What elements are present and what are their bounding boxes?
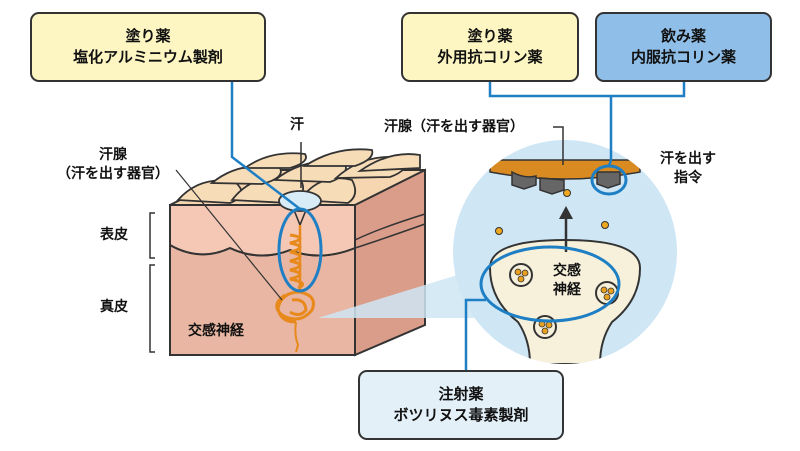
neurotransmitters — [495, 189, 609, 235]
skin-block — [149, 82, 426, 357]
injection-botulinum-title: 注射薬 — [438, 385, 484, 403]
epidermis-label: 表皮 — [100, 227, 128, 243]
sweat-command-line2: 指令 — [674, 170, 702, 186]
topical-anticholinergic-name: 外用抗コリン薬 — [437, 48, 543, 66]
sweat-command-label: 汗を出す 指令 — [648, 150, 728, 188]
sweat-gland-label-right: 汗腺（汗を出す器官） — [384, 119, 524, 135]
oral-anticholinergic-title: 飲み薬 — [660, 27, 706, 45]
sympathetic-nerve-label-right: 交感 神経 — [544, 262, 590, 300]
sweat-gland-duct-coil — [289, 233, 304, 290]
sympathetic-nerve-right-line1: 交感 — [553, 263, 581, 279]
sweat-gland-label-left-line2: （汗を出す器官） — [57, 166, 169, 182]
nerve-highlight — [479, 245, 621, 323]
sweat-gland-coil — [275, 290, 315, 324]
injection-botulinum-name: ボツリヌス毒素製剤 — [393, 406, 529, 424]
skin-surface-bumps — [176, 148, 421, 204]
sweat-gland-label-left: 汗腺 （汗を出す器官） — [28, 146, 198, 184]
sweat-label: 汗 — [290, 117, 304, 133]
receptors — [511, 170, 621, 195]
topical-aluminum-box: 塗り薬 塩化アルミニウム製剤 — [30, 12, 266, 82]
oral-anticholinergic-name: 内服抗コリン薬 — [630, 48, 736, 66]
dermis-label: 真皮 — [100, 299, 128, 315]
topical-aluminum-name: 塩化アルミニウム製剤 — [73, 48, 223, 66]
injection-botulinum-box: 注射薬 ボツリヌス毒素製剤 — [358, 370, 564, 440]
epidermis-layer — [169, 204, 356, 257]
sweat-command-line1: 汗を出す — [660, 151, 716, 167]
signal-arrow — [559, 206, 573, 252]
zoom-connector — [318, 268, 490, 318]
oral-anticholinergic-box: 飲み薬 内服抗コリン薬 — [595, 12, 772, 82]
sweat-droplet — [278, 190, 322, 212]
topical-aluminum-title: 塗り薬 — [125, 27, 171, 45]
sympathetic-nerve-label-left: 交感神経 — [188, 323, 244, 339]
zoom-circle — [453, 140, 677, 364]
sweat-gland-label-left-line1: 汗腺 — [99, 147, 127, 163]
topical-anticholinergic-box: 塗り薬 外用抗コリン薬 — [401, 12, 579, 82]
sympathetic-nerve-right-line2: 神経 — [553, 282, 581, 298]
topical-anticholinergic-title: 塗り薬 — [467, 27, 513, 45]
